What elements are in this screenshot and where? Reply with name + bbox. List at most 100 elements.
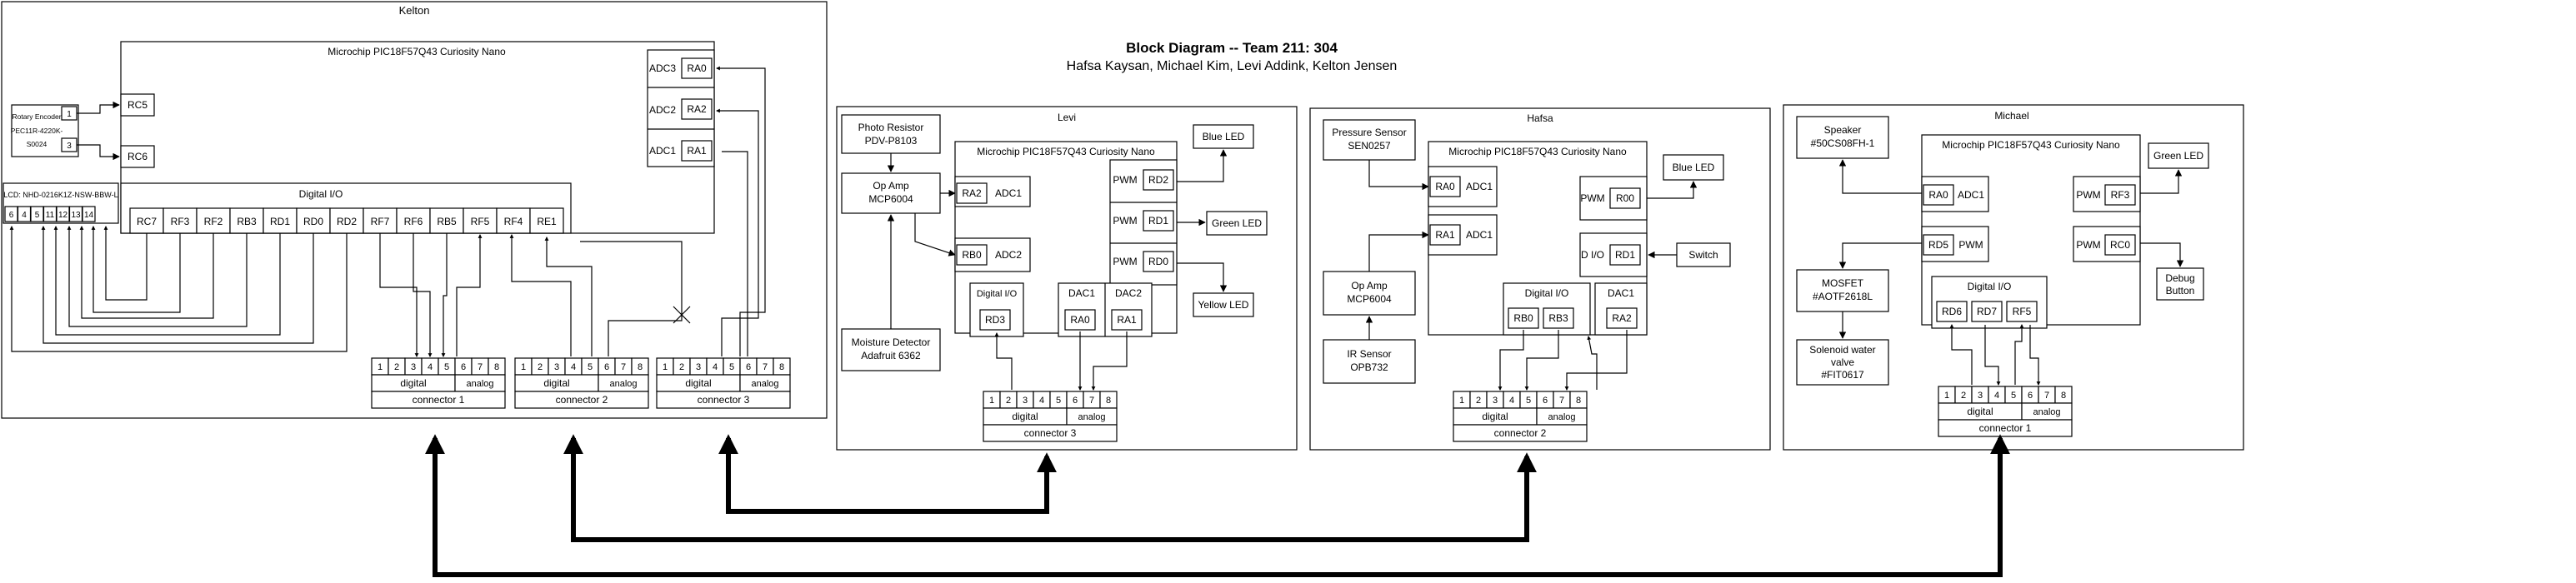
kelton-ra0-pin xyxy=(681,57,713,79)
levi-ra0-label: RA0 xyxy=(1070,314,1090,326)
michael-rf5-label: RF5 xyxy=(2013,306,2032,317)
levi-ra2-pin xyxy=(956,182,988,204)
connector-pin-label: 8 xyxy=(638,362,643,372)
michael-dio-title: Digital I/O xyxy=(1968,281,2012,292)
levi-pwm-pin xyxy=(1143,210,1174,232)
hafsa-opamp-line1: Op Amp xyxy=(1351,280,1388,292)
hafsa-pwm-label: PWM xyxy=(1580,192,1604,204)
valve-line1: Solenoid water xyxy=(1809,344,1875,356)
kelton-dio-pin xyxy=(129,207,164,234)
connector-digital-label: digital xyxy=(1012,411,1038,422)
kelton-dio-pin-label: RF5 xyxy=(471,216,490,227)
hafsa-rb0-pin xyxy=(1508,307,1539,329)
levi-rd3-pin xyxy=(979,309,1011,331)
michael-rc0-label: RC0 xyxy=(2110,239,2130,251)
levi-pwm-label: PWM xyxy=(1113,256,1137,267)
hafsa-ra1-label: RA1 xyxy=(1435,229,1455,241)
michael-rf3-pin xyxy=(2104,184,2136,206)
connector-pin-label: 4 xyxy=(571,362,576,372)
michael-adc1-label: ADC1 xyxy=(1958,189,1984,201)
hafsa-opamp-line2: MCP6004 xyxy=(1347,293,1392,305)
michael-pwm-right-1-label: PWM xyxy=(2076,189,2100,201)
hafsa-blue-led-label: Blue LED xyxy=(1673,162,1715,173)
hafsa-dac1-label: DAC1 xyxy=(1608,287,1634,299)
hafsa-mcu-title: Microchip PIC18F57Q43 Curiosity Nano xyxy=(1448,146,1627,157)
encoder-pin-1-label: 1 xyxy=(67,110,72,119)
levi-opamp-line1: Op Amp xyxy=(873,180,909,192)
connector-pin-label: 7 xyxy=(2044,391,2049,401)
kelton-dio-pin-label: RB3 xyxy=(237,216,257,227)
connector-pin-label: 2 xyxy=(1476,396,1481,406)
kelton-dio-pin-label: RC7 xyxy=(137,216,157,227)
connector-pin-label: 6 xyxy=(604,362,609,372)
michael-mcu-title: Microchip PIC18F57Q43 Curiosity Nano xyxy=(1942,139,2120,151)
diagram-title: Block Diagram -- Team 211: 304 xyxy=(1126,40,1338,56)
connector-analog-label: analog xyxy=(466,379,493,389)
kelton-dio-pin-label: RF2 xyxy=(204,216,223,227)
kelton-adc3-label: ADC3 xyxy=(649,62,676,74)
michael-rf5-pin xyxy=(2006,301,2038,322)
connector-digital-label: digital xyxy=(685,377,711,389)
levi-pwm-pin xyxy=(1143,251,1174,272)
kelton-dio-pin xyxy=(296,207,331,234)
connector-pin-label: 4 xyxy=(1994,391,1999,401)
michael-rd5-pin xyxy=(1923,234,1954,256)
hafsa-opamp xyxy=(1323,271,1416,316)
kelton-dio-pin xyxy=(496,207,531,234)
connector-pin-label: 7 xyxy=(478,362,483,372)
hafsa-switch-label: Switch xyxy=(1688,249,1718,261)
lcd-pin-label: 4 xyxy=(22,211,27,220)
connector-pin-label: 8 xyxy=(1106,396,1111,406)
connector-name: connector 1 xyxy=(1979,422,2032,434)
encoder-pin-3-label: 3 xyxy=(67,142,72,151)
kelton-rc5-label: RC5 xyxy=(128,99,148,111)
connector-pin-label: 1 xyxy=(1459,396,1464,406)
hafsa-r00-label: R00 xyxy=(1616,192,1634,204)
kelton-ra0-label: RA0 xyxy=(687,62,707,74)
connector-name: connector 2 xyxy=(1494,427,1547,439)
moisture-line2: Adafruit 6362 xyxy=(861,350,921,361)
connector-pin-label: 8 xyxy=(779,362,784,372)
connector-pin-label: 2 xyxy=(538,362,543,372)
kelton-dio-pin-label: RD0 xyxy=(303,216,323,227)
photo-resistor-line2: PDV-P8103 xyxy=(865,135,918,147)
hafsa-rd1-pin xyxy=(1609,244,1641,266)
connector-pin-label: 7 xyxy=(1089,396,1094,406)
connector-analog-label: analog xyxy=(751,379,778,389)
inter-board-cables xyxy=(425,434,2010,577)
lcd-label: LCD: NHD-0216K1Z-NSW-BBW-L xyxy=(3,191,118,199)
levi-rb0-label: RB0 xyxy=(962,249,982,261)
levi-dio-title: Digital I/O xyxy=(977,289,1018,299)
connector-name-box xyxy=(371,391,506,409)
kelton-dio-pin xyxy=(529,207,564,234)
hafsa-section: Hafsa Pressure Sensor SEN0257 Op Amp MCP… xyxy=(1309,107,1771,451)
connector-pin-label: 6 xyxy=(1543,396,1548,406)
connector-pin-label: 5 xyxy=(729,362,734,372)
kelton-adc1-label: ADC1 xyxy=(649,145,676,157)
connector-pin-label: 8 xyxy=(1576,396,1581,406)
hafsa-rb0-label: RB0 xyxy=(1513,312,1533,324)
levi-pwm-pin-label: RD1 xyxy=(1148,215,1168,227)
connector-pin-label: 5 xyxy=(1056,396,1061,406)
levi-yellow-led-label: Yellow LED xyxy=(1198,299,1249,311)
connector-pin-label: 3 xyxy=(1493,396,1498,406)
encoder-label-2: PEC11R-4220K- xyxy=(11,127,63,135)
lcd-pin-label: 14 xyxy=(84,211,94,220)
kelton-ra1-label: RA1 xyxy=(687,145,707,157)
hafsa-dio-title: Digital I/O xyxy=(1525,287,1569,299)
connector-digital-label: digital xyxy=(1482,411,1508,422)
kelton-rc5-pin xyxy=(120,93,155,117)
connector-pin-label: 8 xyxy=(2061,391,2066,401)
pressure-line2: SEN0257 xyxy=(1348,140,1391,152)
michael-rd6-pin xyxy=(1936,301,1968,322)
connector-name-box xyxy=(514,391,649,409)
solenoid-valve xyxy=(1796,339,1889,386)
kelton-dio-pin-label: RE1 xyxy=(537,216,557,227)
kelton-rc6-label: RC6 xyxy=(128,151,148,162)
speaker-line1: Speaker xyxy=(1824,124,1862,136)
mosfet xyxy=(1796,269,1889,312)
kelton-section: Kelton Microchip PIC18F57Q43 Curiosity N… xyxy=(1,1,828,419)
lcd-pin-label: 11 xyxy=(46,211,55,220)
